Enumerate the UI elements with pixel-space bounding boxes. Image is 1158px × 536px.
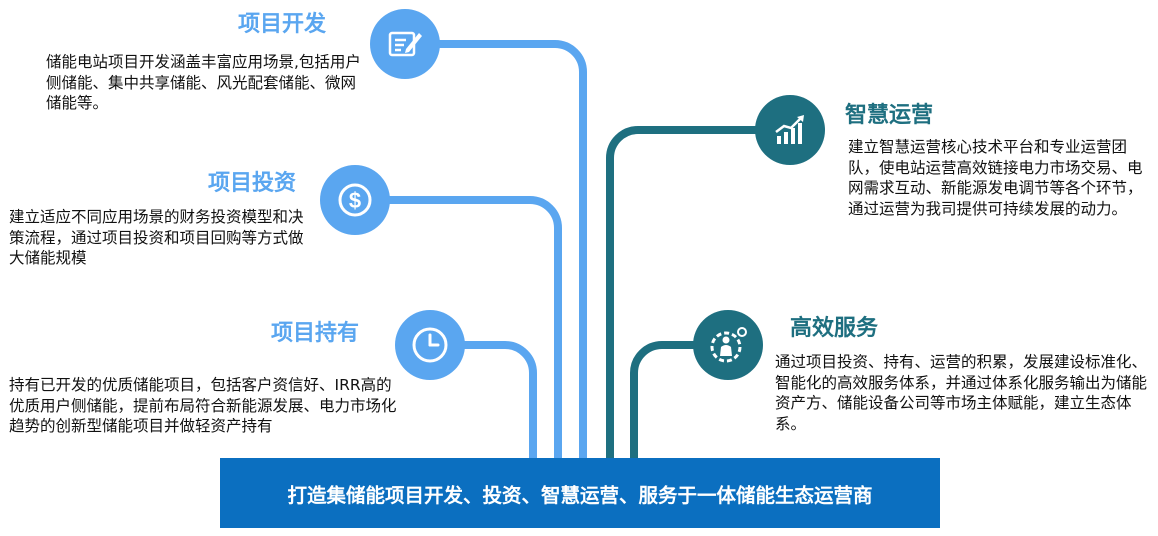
- service-gear-icon: [710, 327, 747, 363]
- investment-circle: $: [320, 165, 390, 235]
- connector-investment: [350, 196, 562, 462]
- holding-title: 项目持有: [271, 321, 360, 346]
- connector-service: [630, 341, 728, 462]
- investment-desc: 建立适应不同应用场景的财务投资模型和决策流程，通过项目投资和项目回购等方式做大储…: [9, 208, 304, 267]
- document-edit-icon: [388, 31, 422, 57]
- development-title: 项目开发: [238, 12, 327, 37]
- service-title: 高效服务: [790, 316, 879, 341]
- development-circle: [370, 9, 440, 79]
- clock-icon: [412, 327, 448, 363]
- footer-bar: 打造集储能项目开发、投资、智慧运营、服务于一体储能生态运营商: [220, 458, 940, 528]
- development-desc: 储能电站项目开发涵盖丰富应用场景,包括用户侧储能、集中共享储能、风光配套储能、微…: [46, 53, 361, 112]
- dollar-icon: $: [338, 183, 372, 217]
- operation-title: 智慧运营: [845, 103, 934, 128]
- connector-holding: [435, 341, 537, 462]
- investment-title: 项目投资: [208, 171, 297, 196]
- svg-text:$: $: [349, 188, 361, 213]
- connector-development: [405, 40, 587, 462]
- connector-operation: [606, 126, 790, 462]
- operation-circle: [755, 95, 825, 165]
- service-desc: 通过项目投资、持有、运营的积累，发展建设标准化、智能化的高效服务体系，并通过体系…: [775, 353, 1148, 433]
- service-circle: [693, 310, 763, 380]
- holding-desc: 持有已开发的优质储能项目，包括客户资信好、IRR高的优质用户侧储能，提前布局符合…: [9, 376, 397, 435]
- operation-desc: 建立智慧运营核心技术平台和专业运营团队，使电站运营高效链接电力市场交易、电网需求…: [848, 138, 1143, 218]
- holding-circle: [395, 310, 465, 380]
- growth-chart-icon: [775, 115, 804, 144]
